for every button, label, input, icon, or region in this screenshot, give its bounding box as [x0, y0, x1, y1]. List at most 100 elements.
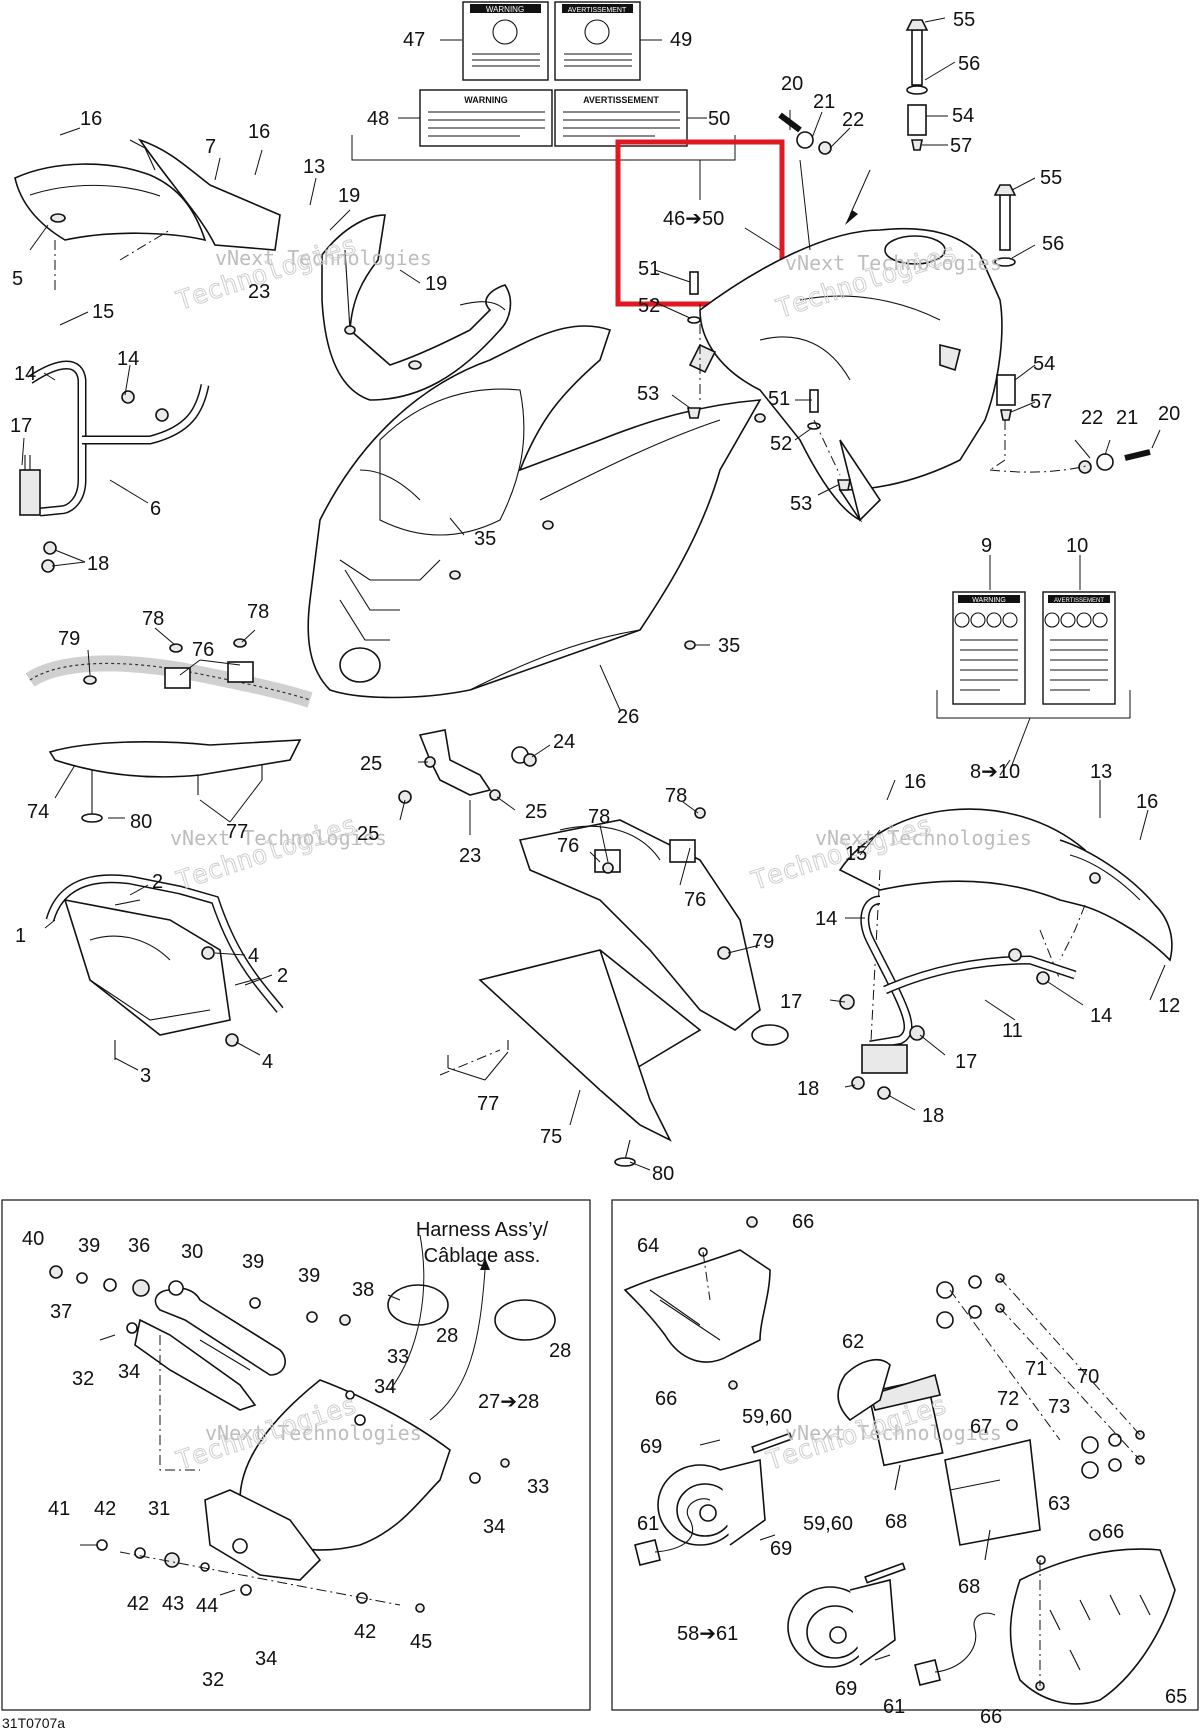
callout-61-a: 61 — [637, 1513, 659, 1535]
callout-16-c: 16 — [904, 771, 926, 793]
callout-16-b: 16 — [248, 121, 270, 143]
harness-label-fr: Câblage ass. — [424, 1245, 541, 1267]
callout-32-a: 32 — [72, 1368, 94, 1390]
callout-61-b: 61 — [883, 1696, 905, 1718]
main-hood-26 — [307, 325, 766, 699]
decal-49: AVERTISSEMENT — [554, 1, 641, 81]
callout-52-mid: 52 — [770, 433, 792, 455]
callout-67: 67 — [970, 1416, 992, 1438]
callout-13-b: 13 — [1090, 761, 1112, 783]
callout-54-mid: 54 — [1033, 353, 1055, 375]
svg-text:Technologies: Technologies — [173, 810, 361, 897]
callout-70: 70 — [1077, 1366, 1099, 1388]
callout-62: 62 — [842, 1331, 864, 1353]
decal-50: AVERTISSEMENT — [554, 89, 688, 147]
callout-51-top: 51 — [638, 258, 660, 280]
svg-text:vNext Technologies: vNext Technologies — [815, 826, 1032, 850]
callout-31: 31 — [148, 1498, 170, 1520]
headlamp-housing-panel — [611, 1199, 1199, 1711]
callout-15-b: 15 — [845, 843, 867, 865]
svg-text:AVERTISSEMENT: AVERTISSEMENT — [568, 7, 627, 14]
callout-73: 73 — [1048, 1396, 1070, 1418]
callout-24: 24 — [553, 731, 575, 753]
callout-37: 37 — [50, 1301, 72, 1323]
callout-40: 40 — [22, 1228, 44, 1250]
callout-78-b: 78 — [247, 601, 269, 623]
callout-20-right: 20 — [1158, 403, 1180, 425]
callout-76-a: 76 — [192, 639, 214, 661]
callout-77-b: 77 — [477, 1093, 499, 1115]
callout-30: 30 — [181, 1241, 203, 1263]
callout-2-b: 2 — [277, 965, 288, 987]
callout-34-b: 34 — [374, 1376, 396, 1398]
callout-66-c: 66 — [1102, 1521, 1124, 1543]
callout-43: 43 — [162, 1593, 184, 1615]
callout-72: 72 — [997, 1388, 1019, 1410]
callout-51-mid: 51 — [768, 388, 790, 410]
callout-3: 3 — [140, 1065, 151, 1087]
callout-44: 44 — [196, 1595, 218, 1617]
callout-28-a: 28 — [436, 1325, 458, 1347]
callout-23-b: 23 — [459, 845, 481, 867]
callout-18-c: 18 — [922, 1105, 944, 1127]
callout-35-b: 35 — [718, 635, 740, 657]
callout-22-right: 22 — [1081, 407, 1103, 429]
callout-58-61: 58➔61 — [677, 1623, 738, 1645]
callout-68-a: 68 — [885, 1511, 907, 1533]
callout-79-a: 79 — [58, 628, 80, 650]
callout-36: 36 — [128, 1235, 150, 1257]
callout-76-b: 76 — [557, 835, 579, 857]
callout-69-c: 69 — [835, 1678, 857, 1700]
callout-23-a: 23 — [248, 281, 270, 303]
left-fender-assembly — [14, 138, 281, 290]
callout-80-b: 80 — [652, 1163, 674, 1185]
callout-labels: 47 49 48 50 46➔50 51 52 53 20 21 22 55 5… — [10, 9, 1187, 1728]
callout-38: 38 — [352, 1279, 374, 1301]
callout-9: 9 — [981, 535, 992, 557]
svg-text:WARNING: WARNING — [972, 597, 1006, 604]
callout-33-b: 33 — [527, 1476, 549, 1498]
callout-78-a: 78 — [142, 608, 164, 630]
decal-9: WARNING — [952, 591, 1026, 705]
callout-35-a: 35 — [474, 528, 496, 550]
callout-17-a: 17 — [10, 415, 32, 437]
callout-34-d: 34 — [255, 1648, 277, 1670]
callout-15-a: 15 — [92, 301, 114, 323]
callout-16-a: 16 — [80, 108, 102, 130]
callout-33-a: 33 — [387, 1346, 409, 1368]
fuel-tank-cover — [688, 227, 1003, 523]
callout-69-a: 69 — [640, 1436, 662, 1458]
callout-5: 5 — [12, 268, 23, 290]
callout-46-50: 46➔50 — [663, 208, 724, 230]
callout-17-c: 17 — [955, 1051, 977, 1073]
callout-56-top: 56 — [958, 53, 980, 75]
callout-26: 26 — [617, 706, 639, 728]
callout-75: 75 — [540, 1126, 562, 1148]
decal-10: AVERTISSEMENT — [1042, 591, 1116, 705]
callout-17-b: 17 — [780, 991, 802, 1013]
callout-34-a: 34 — [118, 1361, 140, 1383]
callout-14-c: 14 — [815, 908, 837, 930]
callout-11: 11 — [1002, 1020, 1023, 1042]
svg-text:vNext Technologies: vNext Technologies — [215, 246, 432, 270]
callout-21-top: 21 — [813, 91, 835, 113]
svg-text:AVERTISSEMENT: AVERTISSEMENT — [1054, 598, 1104, 604]
upper-console-panel — [321, 214, 512, 401]
callout-66-d: 66 — [980, 1706, 1002, 1728]
callout-71: 71 — [1025, 1358, 1047, 1380]
callout-68-b: 68 — [958, 1576, 980, 1598]
harness-label-en: Harness Ass’y/ — [416, 1219, 549, 1241]
headlight-bracket-parts — [49, 1234, 556, 1613]
decal-47: WARNING — [462, 1, 549, 81]
callout-78-d: 78 — [665, 785, 687, 807]
callout-69-b: 69 — [770, 1538, 792, 1560]
headlamp-housing-parts — [623, 1216, 1176, 1705]
callout-80-a: 80 — [130, 811, 152, 833]
callout-20-top: 20 — [781, 73, 803, 95]
callout-34-c: 34 — [483, 1516, 505, 1538]
callout-25-c: 25 — [357, 823, 379, 845]
right-fender-assembly — [838, 808, 1173, 1061]
svg-text:AVERTISSEMENT: AVERTISSEMENT — [583, 95, 659, 105]
callout-13-a: 13 — [303, 156, 325, 178]
callout-28-b: 28 — [549, 1340, 571, 1362]
